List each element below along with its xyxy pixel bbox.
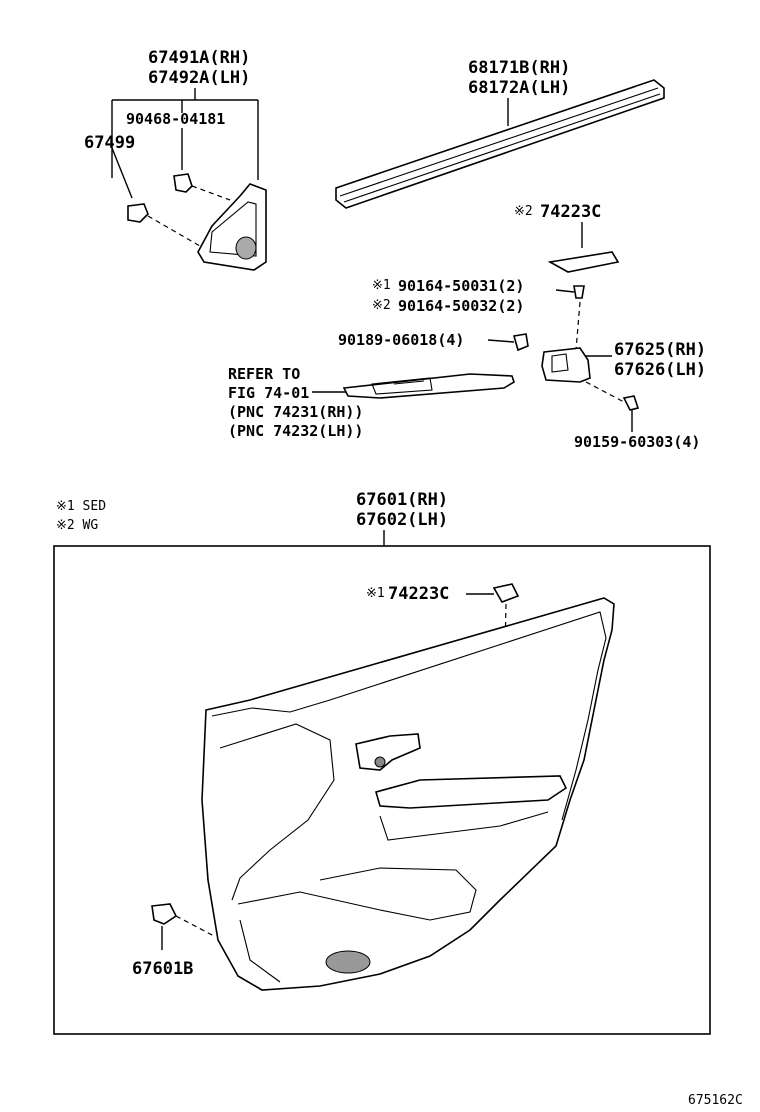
label-67499: 67499: [84, 133, 135, 153]
label-67602: 67602(LH): [356, 510, 448, 530]
leader-67499: [111, 147, 133, 199]
cap-74223c-wg-group: ※2 74223C: [514, 202, 620, 273]
armrest-shape: [375, 775, 568, 809]
label-67625: 67625(RH): [614, 340, 706, 360]
screw-90164-shape: [573, 285, 585, 299]
screw-90159-shape: [622, 395, 640, 411]
switch-base-detail: [371, 377, 433, 395]
label-note2-b: ※2: [372, 298, 391, 313]
label-90468-04181: 90468-04181: [126, 110, 225, 128]
bracket-group: 67625(RH) 67626(LH): [541, 340, 706, 403]
door-trim-pocket: [237, 867, 477, 921]
label-67601b: 67601B: [132, 959, 193, 979]
nut-90189-group: 90189-06018(4): [338, 331, 529, 352]
label-refer-pnc-rh: (PNC 74231(RH)): [228, 403, 363, 421]
pin-67499-shape: [127, 203, 149, 223]
label-refer-fig: FIG 74-01: [228, 384, 309, 402]
clip-dash: [191, 185, 231, 201]
pin-dash: [147, 215, 201, 247]
label-68172a: 68172A(LH): [468, 78, 570, 98]
leader-90164: [555, 289, 575, 293]
switch-base-group: REFER TO FIG 74-01 (PNC 74231(RH)) (PNC …: [228, 365, 515, 440]
clip-67601b-dash: [175, 915, 215, 937]
speaker-grille-icon: [235, 236, 257, 260]
door-trim-group: 67601(RH) 67602(LH) ※1 74223C 67601B: [53, 490, 711, 1035]
bracket-inner: [551, 353, 569, 373]
screw-90164-group: ※1 90164-50031(2) ※2 90164-50032(2): [372, 277, 585, 351]
door-trim-upper-edge: [211, 611, 607, 821]
weatherstrip-grooves: [339, 87, 661, 203]
armrest-underside: [379, 811, 549, 841]
bracket-dash: [585, 381, 625, 403]
label-74223c-wg: 74223C: [540, 202, 601, 222]
label-refer-pnc-lh: (PNC 74232(LH)): [228, 422, 363, 440]
leader-corner-bracket: [111, 88, 259, 180]
label-68171b: 68171B(RH): [468, 58, 570, 78]
speaker-grille-lower-icon: [325, 950, 371, 974]
bracket-shape: [541, 347, 591, 383]
door-trim-inner-line: [219, 723, 335, 901]
label-note1-c: ※1: [366, 586, 385, 601]
legend-note1: ※1 SED: [56, 499, 106, 514]
weatherstrip-shape: [335, 79, 665, 209]
inner-handle-knob: [374, 756, 386, 768]
weatherstrip-group: 68171B(RH) 68172A(LH): [335, 58, 665, 209]
nut-90189-shape: [512, 333, 529, 352]
clip-67601b-shape: [151, 903, 178, 925]
label-74223c-sed: 74223C: [388, 584, 449, 604]
inner-handle-shape: [355, 733, 421, 771]
panel-frame: [53, 545, 711, 1035]
label-90159-60303: 90159-60303(4): [574, 433, 700, 451]
label-67492a: 67492A(LH): [148, 68, 250, 88]
label-67491a: 67491A(RH): [148, 48, 250, 68]
cap-74223c-sed-shape: [492, 583, 520, 603]
door-trim-lower-curve: [239, 919, 281, 983]
leader-90189: [487, 339, 515, 343]
label-67626: 67626(LH): [614, 360, 706, 380]
screw-dash: [575, 301, 581, 351]
label-90164-50032: 90164-50032(2): [398, 297, 524, 315]
figure-number: 675162C: [688, 1093, 743, 1108]
screw-90159-group: 90159-60303(4): [574, 395, 700, 451]
switch-base-shape: [342, 373, 515, 399]
label-note1-a: ※1: [372, 278, 391, 293]
cap-74223c-shape: [547, 251, 620, 273]
label-note2-a: ※2: [514, 204, 533, 219]
clip-90468-shape: [173, 173, 193, 193]
label-90164-50031: 90164-50031(2): [398, 277, 524, 295]
label-90189-06018: 90189-06018(4): [338, 331, 464, 349]
label-67601: 67601(RH): [356, 490, 448, 510]
corner-cover-inner: [209, 201, 257, 257]
label-refer-to: REFER TO: [228, 365, 300, 383]
legend-note2: ※2 WG: [56, 518, 98, 533]
corner-cover-group: 67491A(RH) 67492A(LH) 90468-04181 67499: [84, 48, 267, 271]
